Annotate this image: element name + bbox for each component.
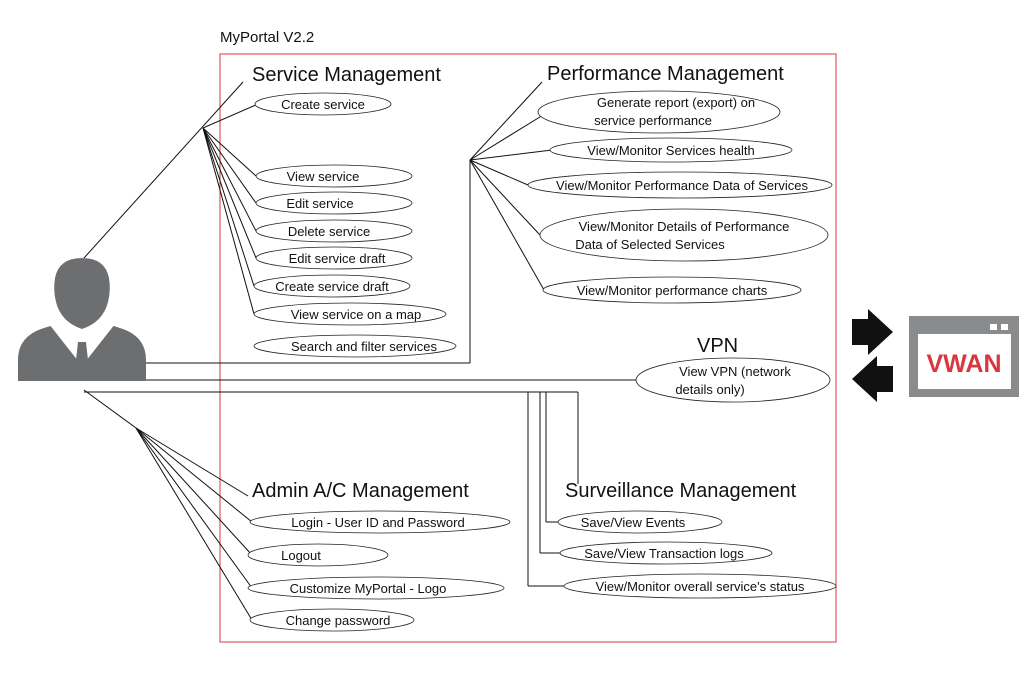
use-case-label: service performance [594, 113, 712, 128]
use-case-label: Customize MyPortal - Logo [290, 581, 447, 596]
use-case-label: View/Monitor overall service's status [596, 579, 805, 594]
use-case-monitor-performance-charts[interactable]: View/Monitor performance charts [542, 276, 802, 304]
use-case-label: Search and filter services [291, 339, 437, 354]
use-case-create-service-draft[interactable]: Create service draft [253, 274, 411, 298]
use-case-login[interactable]: Login - User ID and Password [249, 510, 511, 534]
use-case-label: View service [287, 169, 360, 184]
use-case-label: View/Monitor Performance Data of Service… [556, 178, 808, 193]
use-case-monitor-details-performance[interactable]: View/Monitor Details of Performance Data… [539, 208, 829, 262]
use-case-view-service-on-map[interactable]: View service on a map [253, 302, 447, 326]
use-case-transaction-logs[interactable]: Save/View Transaction logs [559, 541, 773, 565]
service-management-heading: Service Management [252, 64, 441, 86]
use-case-logout[interactable]: Logout [247, 543, 389, 567]
use-case-create-service[interactable]: Create service [254, 92, 392, 116]
use-case-label: View/Monitor performance charts [577, 283, 768, 298]
use-case-monitor-services-health[interactable]: View/Monitor Services health [549, 137, 793, 163]
use-case-edit-service-draft[interactable]: Edit service draft [255, 246, 413, 270]
use-case-search-filter-services[interactable]: Search and filter services [253, 334, 457, 358]
use-case-label: Create service [281, 97, 365, 112]
use-case-label: Data of Selected Services [575, 237, 725, 252]
use-case-label: Change password [286, 613, 391, 628]
use-case-edit-service[interactable]: Edit service [255, 191, 413, 215]
use-case-label: Create service draft [275, 279, 389, 294]
use-case-label: View/Monitor Details of Performance [579, 219, 790, 234]
use-case-change-password[interactable]: Change password [249, 608, 415, 632]
use-case-label: Delete service [288, 224, 370, 239]
use-case-generate-report[interactable]: Generate report (export) on service perf… [537, 90, 781, 134]
vwan-label: VWAN [927, 350, 1002, 378]
use-case-view-vpn[interactable]: View VPN (network details only) [635, 357, 831, 403]
use-case-customize-logo[interactable]: Customize MyPortal - Logo [247, 576, 505, 600]
use-case-label: Edit service draft [289, 251, 386, 266]
use-case-save-view-events[interactable]: Save/View Events [557, 510, 723, 534]
use-case-label: View service on a map [291, 307, 422, 322]
performance-management-heading: Performance Management [547, 63, 784, 85]
use-case-label: Login - User ID and Password [291, 515, 464, 530]
use-case-monitor-performance-data[interactable]: View/Monitor Performance Data of Service… [527, 171, 833, 199]
use-case-label: Save/View Events [581, 515, 686, 530]
surveillance-management-heading: Surveillance Management [565, 480, 797, 502]
use-case-label: View/Monitor Services health [587, 143, 754, 158]
use-case-view-service[interactable]: View service [255, 164, 413, 188]
vpn-heading: VPN [697, 335, 738, 357]
use-case-label: details only) [675, 382, 744, 397]
arrow-right-icon [852, 309, 893, 355]
admin-management-heading: Admin A/C Management [252, 480, 469, 502]
user-icon [18, 258, 146, 381]
system-boundary [219, 53, 837, 643]
portal-title: MyPortal V2.2 [220, 29, 314, 46]
use-case-label: Logout [281, 548, 321, 563]
use-case-delete-service[interactable]: Delete service [255, 219, 413, 243]
arrow-left-icon [852, 356, 893, 402]
use-case-label: Edit service [286, 196, 353, 211]
vwan-window-icon: VWAN [909, 316, 1019, 397]
use-case-label: Save/View Transaction logs [584, 546, 744, 561]
use-case-label: Generate report (export) on [597, 95, 755, 110]
association-lines [83, 81, 636, 621]
use-case-overall-status[interactable]: View/Monitor overall service's status [563, 573, 837, 599]
use-case-label: View VPN (network [679, 364, 791, 379]
